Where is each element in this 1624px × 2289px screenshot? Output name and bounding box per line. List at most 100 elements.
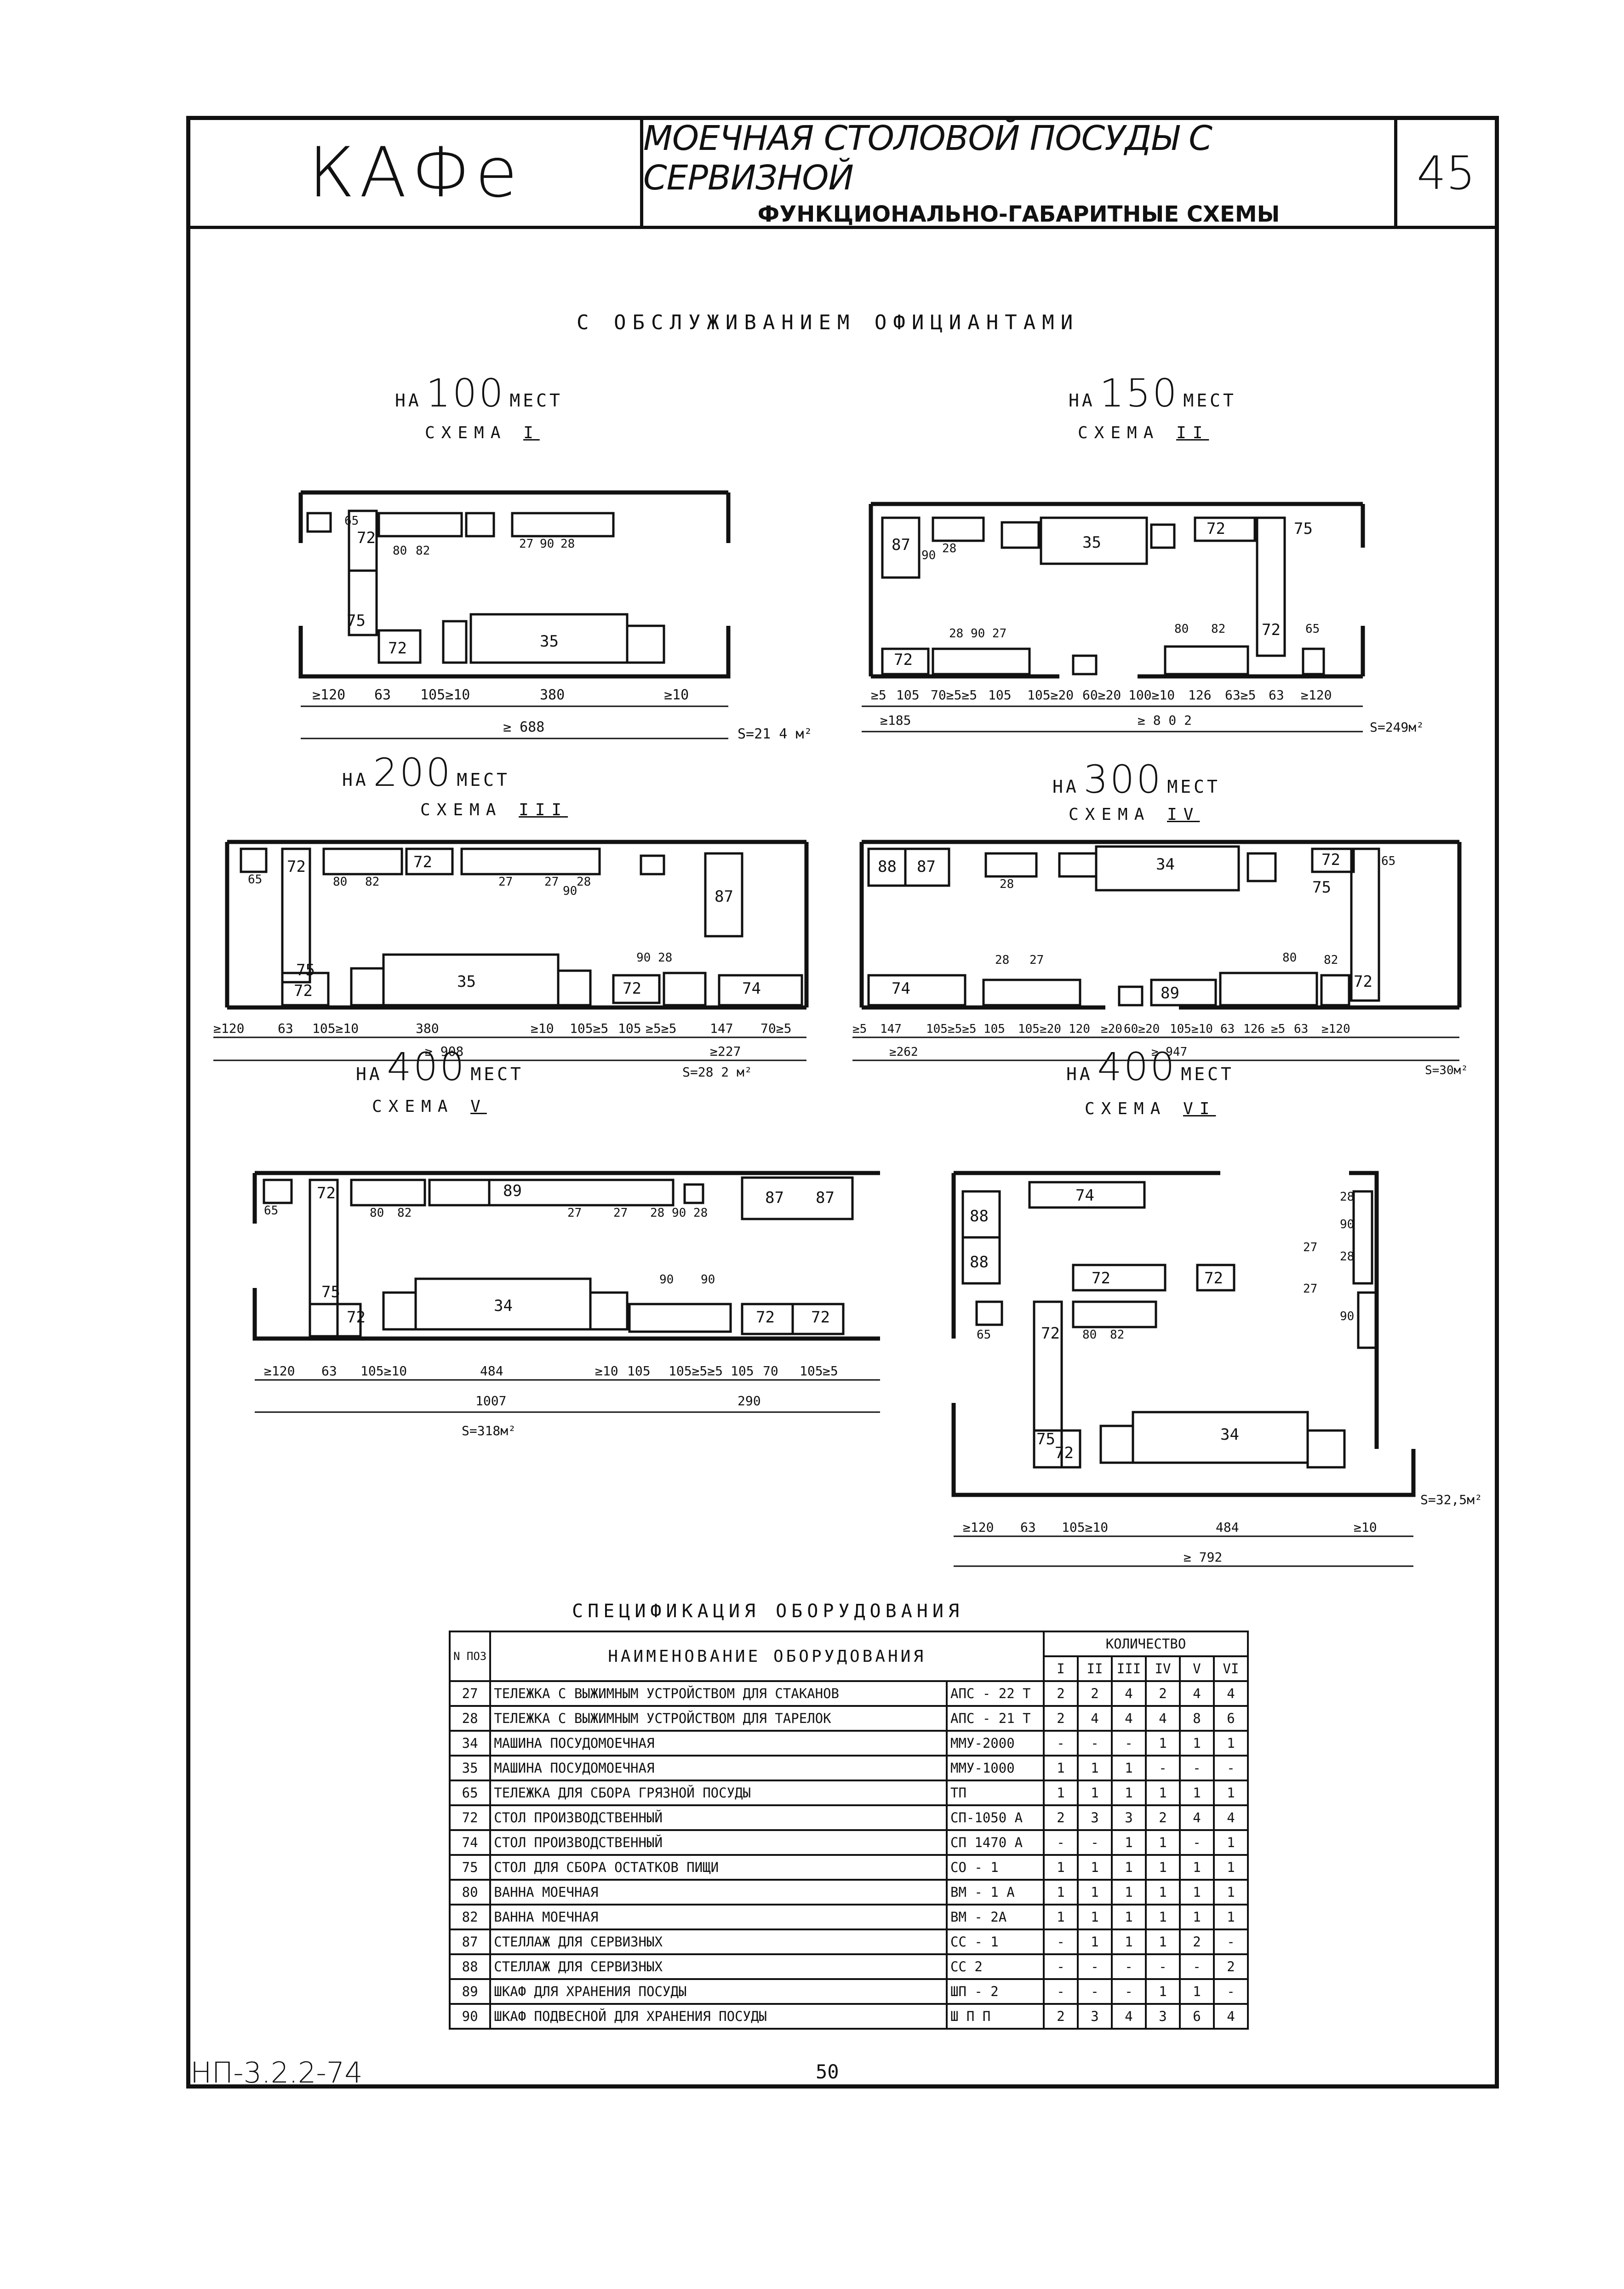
- spec-pos: 35: [448, 1755, 492, 1781]
- svg-text:≥120: ≥120: [213, 1021, 244, 1036]
- svg-text:105≥10: 105≥10: [312, 1021, 359, 1036]
- svg-text:60≥20: 60≥20: [1082, 687, 1121, 703]
- svg-text:28: 28: [1340, 1250, 1354, 1264]
- spec-qty: 1: [1043, 1879, 1079, 1906]
- spec-qty: -: [1043, 1730, 1079, 1757]
- svg-text:≥5≥5: ≥5≥5: [646, 1021, 676, 1036]
- svg-text:80: 80: [370, 1206, 384, 1220]
- spec-name: ТЕЛЕЖКА ДЛЯ СБОРА ГРЯЗНОЙ ПОСУДЫ: [489, 1780, 948, 1806]
- svg-text:105: 105: [618, 1021, 641, 1036]
- svg-text:1007: 1007: [475, 1393, 506, 1408]
- spec-qty: 3: [1145, 2003, 1181, 2030]
- svg-text:87: 87: [917, 858, 936, 876]
- svg-text:65: 65: [1305, 622, 1320, 636]
- svg-text:75: 75: [321, 1283, 340, 1301]
- subtitle-main: МОЕЧНАЯ СТОЛОВОЙ ПОСУДЫ С СЕРВИЗНОЙ: [643, 119, 1212, 198]
- spec-qty: 1: [1179, 1904, 1215, 1930]
- svg-text:88: 88: [970, 1253, 989, 1271]
- svg-text:147: 147: [880, 1022, 902, 1036]
- svg-text:484: 484: [480, 1363, 503, 1379]
- svg-text:74: 74: [892, 979, 910, 998]
- svg-text:65: 65: [1381, 854, 1395, 868]
- spec-name: СТОЛ ПРОИЗВОДСТВЕННЫЙ: [489, 1804, 948, 1831]
- spec-table: N ПОЗ НАИМЕНОВАНИЕ ОБОРУДОВАНИЯ КОЛИЧЕСТ…: [448, 1631, 1249, 2030]
- spec-name: СТЕЛЛАЖ ДЛЯ СЕРВИЗНЫХ: [489, 1953, 948, 1980]
- svg-text:27: 27: [613, 1206, 628, 1220]
- svg-text:105≥10: 105≥10: [420, 687, 470, 703]
- svg-text:≥227: ≥227: [710, 1044, 741, 1059]
- svg-text:105≥5: 105≥5: [570, 1021, 608, 1036]
- spec-name: МАШИНА ПОСУДОМОЕЧНАЯ: [489, 1730, 948, 1757]
- spec-qty: 4: [1213, 2003, 1249, 2030]
- svg-text:72: 72: [1092, 1269, 1110, 1288]
- spec-pos: 74: [448, 1829, 492, 1856]
- svg-text:120: 120: [1069, 1022, 1090, 1036]
- svg-text:72: 72: [623, 979, 641, 998]
- svg-text:63: 63: [321, 1363, 337, 1379]
- spec-name: ВАННА МОЕЧНАЯ: [489, 1879, 948, 1906]
- svg-text:72: 72: [756, 1308, 775, 1327]
- svg-text:65: 65: [977, 1328, 991, 1342]
- svg-text:35: 35: [1082, 533, 1101, 552]
- svg-text:87: 87: [715, 887, 733, 906]
- svg-text:≥20: ≥20: [1101, 1022, 1122, 1036]
- svg-text:28: 28: [577, 875, 591, 889]
- spec-pos: 34: [448, 1730, 492, 1757]
- title-block: КАФе МОЕЧНАЯ СТОЛОВОЙ ПОСУДЫ С СЕРВИЗНОЙ…: [190, 119, 1495, 229]
- spec-code: СС 2: [946, 1953, 1045, 1980]
- spec-qty: 2: [1043, 2003, 1079, 2030]
- spec-qty: 1: [1145, 1854, 1181, 1881]
- spec-qty: 1: [1179, 1854, 1215, 1881]
- svg-text:S=30м²: S=30м²: [1425, 1064, 1468, 1077]
- spec-qty: 1: [1043, 1854, 1079, 1881]
- spec-qty: 1: [1145, 1829, 1181, 1856]
- svg-text:27: 27: [1303, 1241, 1317, 1254]
- svg-text:89: 89: [503, 1182, 522, 1200]
- spec-code: ММУ-1000: [946, 1755, 1045, 1781]
- svg-text:105≥5≥5: 105≥5≥5: [926, 1022, 977, 1036]
- svg-text:≥5: ≥5: [1271, 1022, 1285, 1036]
- sheet-number: 45: [1417, 146, 1475, 200]
- doc-code: НП-3.2.2-74: [190, 2056, 363, 2089]
- svg-text:90 28: 90 28: [636, 951, 672, 965]
- svg-text:105≥10: 105≥10: [1062, 1520, 1108, 1535]
- svg-text:126: 126: [1188, 687, 1212, 703]
- scheme-3-name: СХЕМА III: [420, 801, 568, 819]
- svg-text:126: 126: [1243, 1022, 1265, 1036]
- svg-text:72: 72: [1055, 1444, 1074, 1462]
- scheme-2-name: СХЕМА II: [1078, 423, 1209, 442]
- spec-qty: 1: [1179, 1780, 1215, 1806]
- svg-text:28: 28: [1340, 1190, 1354, 1204]
- spec-pos: 90: [448, 2003, 492, 2030]
- svg-text:70≥5: 70≥5: [761, 1021, 791, 1036]
- svg-text:87: 87: [816, 1189, 835, 1207]
- svg-text:≥ 792: ≥ 792: [1184, 1550, 1222, 1565]
- svg-text:≥10: ≥10: [531, 1021, 554, 1036]
- spec-roman-col: III: [1111, 1655, 1147, 1682]
- svg-text:100≥10: 100≥10: [1128, 687, 1175, 703]
- spec-qty: -: [1145, 1953, 1181, 1980]
- spec-qty: 1: [1145, 1928, 1181, 1955]
- svg-text:380: 380: [540, 687, 565, 703]
- spec-qty: -: [1179, 1829, 1215, 1856]
- spec-code: Ш П П: [946, 2003, 1045, 2030]
- svg-text:105: 105: [988, 687, 1012, 703]
- spec-pos: 89: [448, 1978, 492, 2005]
- spec-qty: 1: [1077, 1755, 1113, 1781]
- spec-qty: -: [1111, 1730, 1147, 1757]
- spec-qty: -: [1179, 1755, 1215, 1781]
- svg-text:63: 63: [1020, 1520, 1036, 1535]
- svg-text:90: 90: [540, 537, 554, 551]
- spec-qty: 1: [1213, 1730, 1249, 1757]
- spec-code: ВМ - 2А: [946, 1904, 1045, 1930]
- spec-col-n: N ПОЗ: [448, 1631, 492, 1682]
- spec-name: ВАННА МОЕЧНАЯ: [489, 1904, 948, 1930]
